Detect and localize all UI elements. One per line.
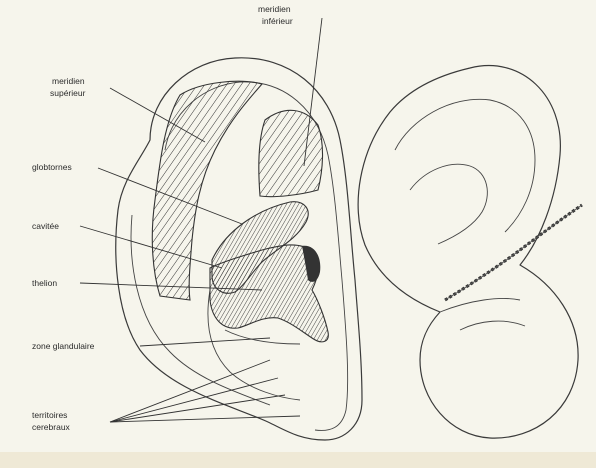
profile-outline xyxy=(358,66,578,439)
ear-lateral xyxy=(116,58,362,440)
label-inferior-2: inférieur xyxy=(262,16,293,26)
inferior-zone xyxy=(259,110,323,196)
label-lobule-2: cerebraux xyxy=(32,422,71,432)
label-glandular: zone glandulaire xyxy=(32,341,95,351)
label-superior-2: supérieur xyxy=(50,88,86,98)
label-inferior-1: meridien xyxy=(258,4,291,14)
label-helix: globtornes xyxy=(32,162,72,172)
concha-leader xyxy=(80,226,222,268)
lobule-leader-4 xyxy=(110,416,300,422)
label-tragus: thelion xyxy=(32,278,57,288)
ear-profile xyxy=(358,66,582,439)
label-lobule-1: territoires xyxy=(32,410,67,420)
bottom-band xyxy=(0,452,596,468)
label-concha: cavitée xyxy=(32,221,59,231)
label-superior-1: meridien xyxy=(52,76,85,86)
